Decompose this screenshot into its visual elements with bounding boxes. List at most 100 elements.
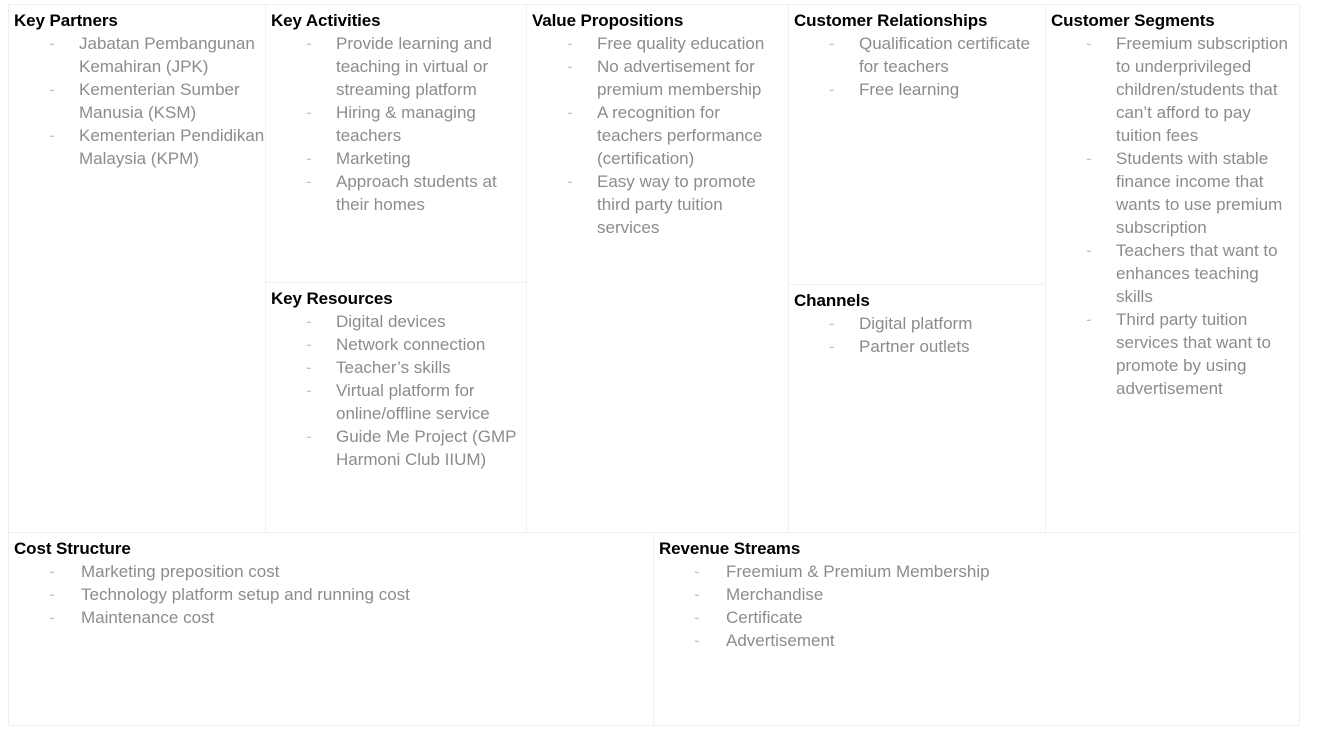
list-item-label: Digital devices: [336, 312, 446, 331]
canvas-block-key-resources: Key Resources -Digital devices-Network c…: [266, 283, 527, 533]
dash-bullet-icon: -: [306, 381, 312, 400]
list-item: - A recognition for teachers performance …: [527, 101, 788, 170]
list-item: -Merchandise: [654, 583, 1299, 606]
list-item: - Freemium & Premium Membership: [654, 560, 1299, 583]
canvas-block-customer-segments: Customer Segments - Freemium subscription…: [1046, 5, 1299, 533]
list-item: - Network connection: [266, 333, 526, 356]
dash-bullet-icon: -: [306, 149, 312, 168]
list-item-label: Marketing: [336, 149, 411, 168]
list-item: -Maintenance cost: [9, 606, 653, 629]
dash-bullet-icon: -: [1086, 310, 1092, 329]
list-item: -Easy way to promote third party tuition…: [527, 170, 788, 239]
block-title-customer-relationships: Customer Relationships: [794, 11, 988, 30]
canvas-block-key-partners: Key Partners -Jabatan Pembangunan Kemahi…: [9, 5, 266, 533]
canvas-block-cost-structure: Cost Structure - Marketing preposition co…: [9, 533, 654, 725]
dash-bullet-icon: -: [567, 34, 573, 53]
canvas-block-channels: Channels - Digital platform - Partner outle…: [789, 285, 1046, 533]
canvas-block-revenue-streams: Revenue Streams - Freemium & Premium Memb…: [654, 533, 1299, 725]
list-item-label: Provide learning and teaching in virtual…: [336, 34, 492, 99]
dash-bullet-icon: -: [694, 585, 700, 604]
dash-bullet-icon: -: [49, 80, 55, 99]
dash-bullet-icon: -: [306, 358, 312, 377]
list-item-label: Digital platform: [859, 314, 973, 333]
dash-bullet-icon: -: [694, 562, 700, 581]
list-item-label: A recognition for teachers performance (…: [597, 103, 763, 168]
list-item: - Guide Me Project (GMP Harmoni Club IIUM…: [266, 425, 526, 471]
dash-bullet-icon: -: [1086, 34, 1092, 53]
list-item: - Provide learning and teaching in virtua…: [266, 32, 526, 101]
list-item-label: Free quality education: [597, 34, 765, 53]
list-item: -Hiring & managing teachers: [266, 101, 526, 147]
list-item: - No advertisement for premium membership: [527, 55, 788, 101]
list-item-label: No advertisement for premium membership: [597, 57, 762, 99]
dash-bullet-icon: -: [1086, 241, 1092, 260]
list-item: -Qualification certificate for teachers: [789, 32, 1045, 78]
item-list-revenue-streams: - Freemium & Premium Membership -Merchandi…: [654, 560, 1299, 652]
list-item-label: Freemium subscription to underprivileged…: [1116, 34, 1288, 145]
canvas-block-value-propositions: Value Propositions - Free quality educati…: [527, 5, 789, 533]
list-item: - Third party tuition services that want …: [1046, 308, 1299, 400]
block-title-cost-structure: Cost Structure: [14, 539, 131, 558]
list-item: - Free quality education: [527, 32, 788, 55]
list-item-label: Network connection: [336, 335, 486, 354]
list-item-label: Advertisement: [726, 631, 835, 650]
dash-bullet-icon: -: [306, 312, 312, 331]
block-title-channels: Channels: [794, 291, 870, 310]
list-item-label: Free learning: [859, 80, 960, 99]
list-item-label: Approach students at their homes: [336, 172, 497, 214]
list-item: -Technology platform setup and running c…: [9, 583, 653, 606]
list-item: - Marketing: [266, 147, 526, 170]
dash-bullet-icon: -: [306, 34, 312, 53]
list-item-label: Marketing preposition cost: [81, 562, 280, 581]
list-item-label: Qualification certificate for teachers: [859, 34, 1031, 76]
list-item-label: Teacher’s skills: [336, 358, 451, 377]
list-item: - Partner outlets: [789, 335, 1045, 358]
dash-bullet-icon: -: [49, 608, 55, 627]
list-item: - Advertisement: [654, 629, 1299, 652]
dash-bullet-icon: -: [49, 562, 55, 581]
dash-bullet-icon: -: [829, 337, 835, 356]
item-list-customer-segments: - Freemium subscription to underprivilege…: [1046, 32, 1299, 400]
dash-bullet-icon: -: [694, 631, 700, 650]
list-item-label: Kementerian Sumber Manusia (KSM): [79, 80, 240, 122]
item-list-key-partners: -Jabatan Pembangunan Kemahiran (JPK) - Kem…: [9, 32, 265, 170]
list-item-label: Hiring & managing teachers: [336, 103, 476, 145]
item-list-customer-relationships: -Qualification certificate for teachers-…: [789, 32, 1045, 101]
dash-bullet-icon: -: [1086, 149, 1092, 168]
dash-bullet-icon: -: [306, 427, 312, 446]
dash-bullet-icon: -: [829, 314, 835, 333]
list-item: - Freemium subscription to underprivilege…: [1046, 32, 1299, 147]
item-list-key-activities: - Provide learning and teaching in virtua…: [266, 32, 526, 216]
dash-bullet-icon: -: [694, 608, 700, 627]
business-model-canvas: Key Partners -Jabatan Pembangunan Kemahi…: [8, 4, 1300, 726]
dash-bullet-icon: -: [49, 585, 55, 604]
list-item: - Digital devices: [266, 310, 526, 333]
dash-bullet-icon: -: [306, 335, 312, 354]
dash-bullet-icon: -: [567, 103, 573, 122]
dash-bullet-icon: -: [567, 172, 573, 191]
list-item: - Teacher’s skills: [266, 356, 526, 379]
list-item: - Marketing preposition cost: [9, 560, 653, 583]
list-item: -Teachers that want to enhances teaching…: [1046, 239, 1299, 308]
list-item-label: Third party tuition services that want t…: [1116, 310, 1271, 398]
list-item: -Free learning: [789, 78, 1045, 101]
block-title-key-partners: Key Partners: [14, 11, 118, 30]
block-title-revenue-streams: Revenue Streams: [659, 539, 801, 558]
block-title-customer-segments: Customer Segments: [1051, 11, 1215, 30]
item-list-key-resources: - Digital devices - Network connection - Teac…: [266, 310, 526, 471]
canvas-block-customer-relationships: Customer Relationships -Qualification ce…: [789, 5, 1046, 285]
list-item-label: Guide Me Project (GMP Harmoni Club IIUM): [336, 427, 517, 469]
list-item: - Approach students at their homes: [266, 170, 526, 216]
list-item-label: Freemium & Premium Membership: [726, 562, 990, 581]
item-list-channels: - Digital platform - Partner outlets: [789, 312, 1045, 358]
list-item: - Students with stable finance income tha…: [1046, 147, 1299, 239]
block-title-value-propositions: Value Propositions: [532, 11, 684, 30]
list-item-label: Jabatan Pembangunan Kemahiran (JPK): [79, 34, 255, 76]
list-item-label: Virtual platform for online/offline serv…: [336, 381, 490, 423]
list-item: -Jabatan Pembangunan Kemahiran (JPK): [9, 32, 265, 78]
list-item: - Digital platform: [789, 312, 1045, 335]
list-item-label: Students with stable finance income that…: [1116, 149, 1283, 237]
list-item-label: Partner outlets: [859, 337, 970, 356]
dash-bullet-icon: -: [306, 172, 312, 191]
dash-bullet-icon: -: [567, 57, 573, 76]
